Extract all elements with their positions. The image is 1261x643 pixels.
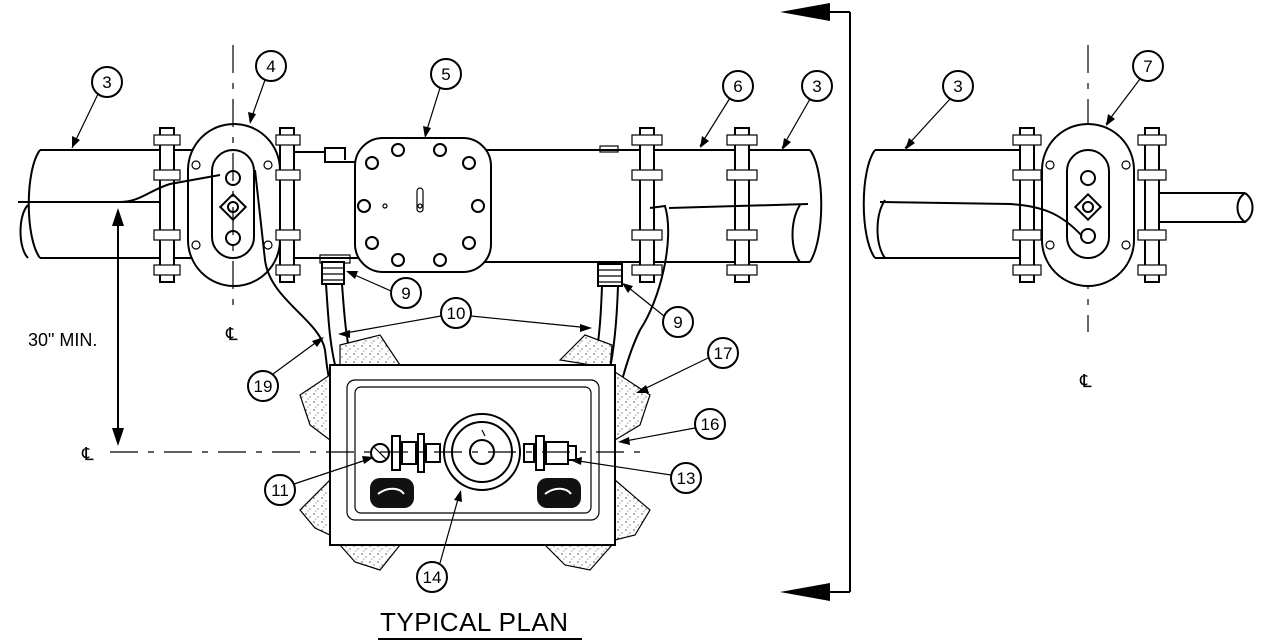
callout-3c: 3 xyxy=(904,70,974,150)
dimension-30-min xyxy=(112,208,124,446)
svg-text:10: 10 xyxy=(447,304,466,323)
svg-text:6: 6 xyxy=(733,77,742,96)
gravel-pads xyxy=(299,334,651,571)
svg-text:3: 3 xyxy=(812,77,821,96)
strainer-5 xyxy=(354,137,492,273)
gate-valve-4 xyxy=(174,123,281,287)
svg-text:9: 9 xyxy=(673,313,682,332)
meter-assembly xyxy=(370,413,577,491)
flange-left-2 xyxy=(275,127,301,283)
callout-16: 16 xyxy=(618,408,726,445)
callout-10: 10 xyxy=(338,297,592,338)
centerline-label-valve: ℄ xyxy=(225,324,238,344)
flange-left-1 xyxy=(153,127,181,283)
callout-13: 13 xyxy=(570,457,702,494)
drawing-title: TYPICAL PLAN xyxy=(380,607,569,637)
svg-text:3: 3 xyxy=(953,77,962,96)
main-pipe-left xyxy=(18,149,160,259)
centerline-label-box: ℄ xyxy=(81,444,94,464)
svg-text:11: 11 xyxy=(271,481,289,500)
riser-fittings xyxy=(321,261,623,287)
svg-text:4: 4 xyxy=(266,57,275,76)
right-partial-view xyxy=(862,123,1254,287)
svg-text:17: 17 xyxy=(714,344,733,363)
callout-9a: 9 xyxy=(346,271,422,309)
svg-text:13: 13 xyxy=(677,469,696,488)
centerline-label-right: ℄ xyxy=(1079,371,1092,391)
callout-5: 5 xyxy=(423,58,462,138)
section-cut-marker xyxy=(780,3,851,601)
dimension-label: 30" MIN. xyxy=(28,330,97,350)
callout-9b: 9 xyxy=(622,283,694,338)
callout-11: 11 xyxy=(264,456,374,506)
callout-19: 19 xyxy=(247,337,324,402)
callout-3b: 3 xyxy=(781,70,833,150)
callout-14: 14 xyxy=(416,490,462,593)
tracer-wire-top xyxy=(22,174,809,209)
svg-text:16: 16 xyxy=(701,415,720,434)
svg-text:7: 7 xyxy=(1143,57,1152,76)
svg-text:9: 9 xyxy=(401,284,410,303)
flange-right-1 xyxy=(631,127,735,283)
svg-text:14: 14 xyxy=(423,568,442,587)
callout-6: 6 xyxy=(699,70,754,148)
callout-7: 7 xyxy=(1105,50,1164,126)
grommets xyxy=(370,478,581,508)
callout-17: 17 xyxy=(636,337,739,393)
callout-4: 4 xyxy=(248,50,287,124)
callout-3a: 3 xyxy=(71,66,123,149)
svg-text:5: 5 xyxy=(441,65,450,84)
svg-text:19: 19 xyxy=(254,377,273,396)
callouts: 3 4 5 6 3 3 7 9 9 10 17 19 16 11 13 14 xyxy=(71,50,1164,593)
svg-text:3: 3 xyxy=(102,73,111,92)
